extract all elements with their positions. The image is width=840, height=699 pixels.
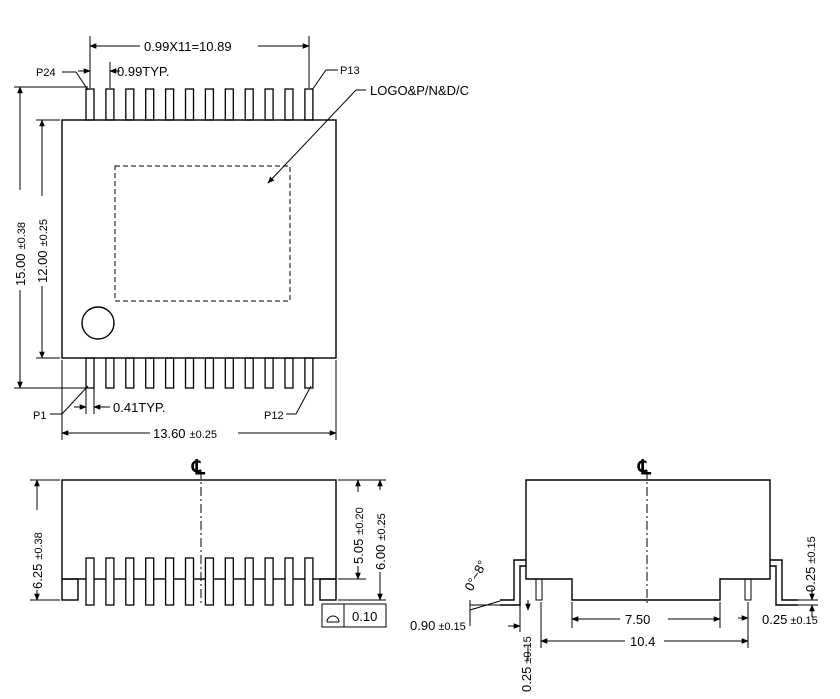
package-body-top — [61, 119, 337, 359]
side-standoff-left — [61, 578, 79, 601]
side-pin — [164, 557, 175, 606]
end-centerline-symbol: ℄ — [637, 457, 652, 479]
side-pin-row — [85, 557, 314, 606]
body-height-dim: 12.00±0.25 — [35, 219, 50, 283]
bottom-pin — [125, 357, 135, 389]
package-body-side — [61, 479, 337, 580]
marking-label: LOGO&P/N&D/C — [370, 83, 469, 98]
foot-length-dim: 0.90±0.15 — [410, 618, 466, 633]
top-pin — [204, 88, 215, 121]
side-view: ℄ 6.25±0.38 5.05±0.20 6.00±0.25 0.10 — [30, 457, 388, 628]
package-body-end — [525, 479, 771, 601]
outer-span-dim: 10.4 — [630, 634, 655, 649]
side-pin — [145, 557, 155, 606]
pin-p12-label: P12 — [264, 410, 284, 422]
bottom-pin — [85, 357, 95, 389]
right-thickness-dim: 0.25±0.15 — [803, 536, 818, 592]
bottom-pin — [204, 357, 215, 389]
inner-span-dim: 7.50 — [625, 612, 650, 627]
bottom-pin — [184, 357, 195, 389]
top-pin — [184, 88, 195, 121]
top-pin — [264, 88, 274, 121]
pin1-indicator — [81, 306, 115, 340]
top-pin — [85, 88, 95, 121]
pin-p13-label: P13 — [340, 65, 360, 77]
side-centerline-symbol: ℄ — [191, 457, 206, 479]
lead-angle-label: 0°~8° — [461, 558, 489, 594]
bottom-pin — [264, 357, 274, 389]
side-pin — [184, 557, 195, 606]
lead-thickness-dim: 0.25±0.15 — [762, 612, 818, 627]
flatness-icon — [326, 615, 340, 623]
top-view: 0.99X11=10.89 0.99TYP. P24 P13 LOGO&P/N&… — [13, 36, 469, 441]
lead-width-label: 0.41TYP. — [113, 400, 166, 415]
pitch-typ-label: 0.99TYP. — [117, 64, 170, 79]
bottom-pin — [304, 357, 314, 389]
body-width-dim: 13.60±0.25 — [153, 426, 217, 441]
top-pin — [224, 88, 234, 121]
flatness-value: 0.10 — [352, 609, 377, 624]
side-pin — [125, 557, 135, 606]
bottom-pin — [145, 357, 155, 389]
side-standoff-right — [319, 578, 337, 601]
pin-p24-label: P24 — [36, 67, 56, 79]
top-pin — [105, 88, 115, 121]
side-pin — [85, 557, 95, 606]
top-pin — [145, 88, 155, 121]
bottom-pin — [244, 357, 254, 389]
side-pin — [264, 557, 274, 606]
side-height-dim: 6.25±0.38 — [30, 532, 45, 589]
overall-height-dim: 15.00±0.38 — [13, 222, 28, 286]
side-overall-height-dim: 6.00±0.25 — [373, 513, 388, 570]
side-pin — [244, 557, 254, 606]
flatness-frame — [321, 603, 387, 628]
top-pin — [304, 88, 314, 121]
top-pin-row — [85, 88, 314, 121]
side-pin — [204, 557, 215, 606]
side-body-height-dim: 5.05±0.20 — [351, 507, 366, 564]
top-pin — [284, 88, 294, 121]
pin-p1-label: P1 — [33, 410, 46, 422]
bottom-pin-row — [85, 357, 314, 389]
bottom-pin — [284, 357, 294, 389]
end-view: ℄ 0°~8° 0.90±0.15 0.25±0.15 7.50 — [410, 457, 818, 692]
side-pin — [284, 557, 294, 606]
side-pin — [304, 557, 314, 606]
bottom-pin — [105, 357, 115, 389]
top-pin — [244, 88, 254, 121]
standoff-dim: 0.25±0.15 — [519, 636, 534, 692]
marking-area — [114, 165, 291, 302]
top-pin — [164, 88, 175, 121]
bottom-pin — [164, 357, 175, 389]
side-pin — [105, 557, 115, 606]
top-pin — [125, 88, 135, 121]
bottom-pin — [224, 357, 234, 389]
right-lead — [770, 559, 798, 601]
left-lead — [500, 559, 526, 601]
pitch-total-label: 0.99X11=10.89 — [144, 39, 232, 54]
side-pin — [224, 557, 234, 606]
